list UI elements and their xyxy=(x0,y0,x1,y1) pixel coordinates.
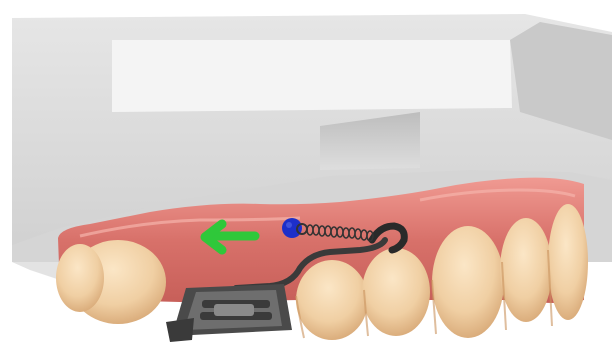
premolar-1 xyxy=(296,260,368,340)
incisor-lateral xyxy=(500,218,552,322)
premolar-2 xyxy=(362,248,430,336)
canine xyxy=(432,226,504,338)
molar-left-2 xyxy=(56,244,104,312)
button-attachment-icon xyxy=(282,218,302,238)
incisor-central xyxy=(548,204,588,320)
